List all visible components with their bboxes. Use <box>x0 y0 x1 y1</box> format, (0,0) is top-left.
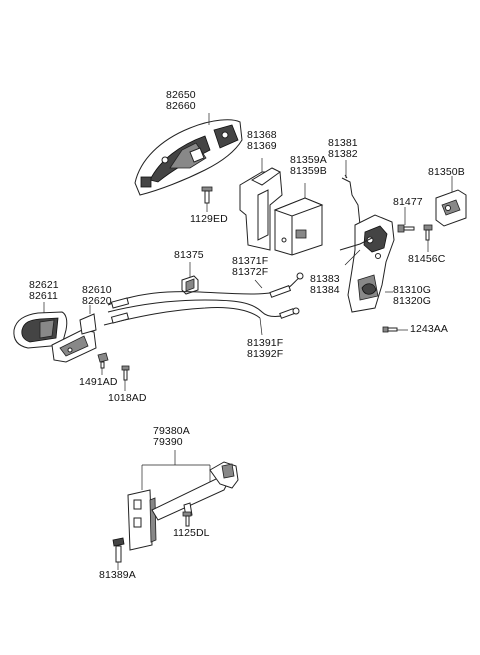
inside-handle-icon <box>51 305 97 363</box>
bolt-81456c-icon <box>423 224 433 252</box>
label-screw-1018ad: 1018AD <box>108 392 147 404</box>
cables-icon <box>103 272 304 336</box>
striker-plate-icon <box>435 176 467 227</box>
label-screw-1491ad: 1491AD <box>79 376 118 388</box>
label-screw-1129ed: 1129ED <box>190 213 228 225</box>
screw-1491ad-icon <box>97 352 109 375</box>
label-screw-1243aa: 1243AA <box>410 323 448 335</box>
screw-1125dl-icon <box>182 511 192 527</box>
label-clip-81375: 81375 <box>174 249 204 261</box>
label-bolt-81456c: 81456C <box>408 253 446 265</box>
bolt-81477-icon <box>397 207 415 233</box>
label-checker-screw: 1125DL <box>173 527 210 539</box>
outside-handle-icon <box>134 113 243 196</box>
clip-81375-icon <box>181 262 199 295</box>
label-bolt-81477: 81477 <box>393 196 423 208</box>
inside-handle-cover-icon <box>13 302 68 349</box>
screw-1018ad-icon <box>121 365 130 391</box>
label-checker-bolt: 81389A <box>99 569 136 581</box>
handle-bracket-icon <box>239 158 283 251</box>
latch-rod-icon <box>341 160 361 226</box>
screw-1129ed-icon <box>201 186 213 212</box>
label-striker-plate: 81350B <box>428 166 465 178</box>
bolt-81389a-icon <box>112 537 125 570</box>
latch-assembly-icon <box>339 214 395 313</box>
actuator-icon <box>273 183 324 256</box>
screw-1243aa-icon <box>382 326 408 333</box>
